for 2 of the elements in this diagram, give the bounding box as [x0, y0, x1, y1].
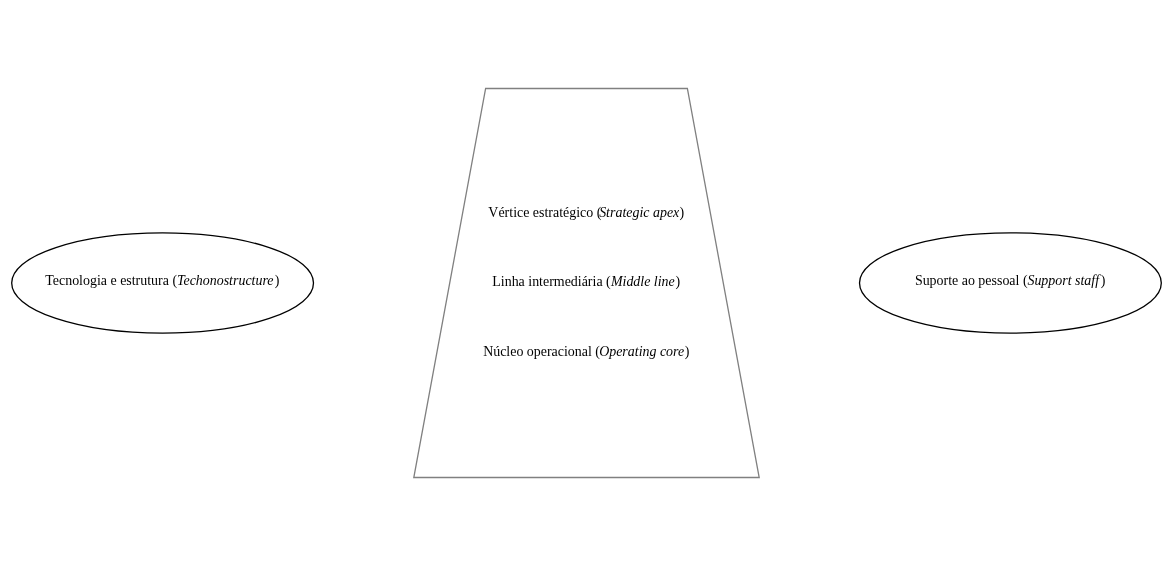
node-ellipse: Suporte ao pessoal (Support staff): [858, 232, 1162, 334]
node-ellipse: Tecnologia e estrutura (Techonostructure): [11, 232, 315, 334]
